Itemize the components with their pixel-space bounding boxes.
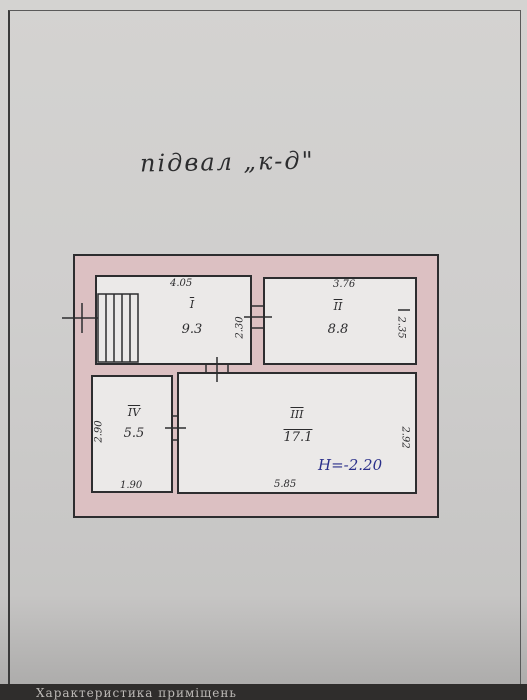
dim-room1-top: 4.05 [170, 278, 193, 289]
dim-room3-side: 2.92 [399, 426, 411, 449]
door-room1-room3 [205, 357, 229, 382]
dim-room4-side: 2.90 [93, 420, 105, 443]
room-2-number: II [333, 300, 343, 313]
room-4-number: IV [127, 406, 141, 419]
dim-room1-side: 2.30 [234, 316, 246, 339]
dim-room2-top: 3.76 [333, 279, 356, 290]
dim-room4-bottom: 1.90 [120, 480, 143, 491]
room-4-area: 5.5 [123, 426, 145, 441]
height-note: H=-2.20 [318, 456, 383, 474]
door-room1-room2 [244, 305, 272, 329]
room-4-outline [91, 375, 173, 493]
room-3-number: III [290, 408, 304, 421]
entrance-door [62, 303, 98, 333]
footer-text: Характеристика приміщень [36, 686, 237, 700]
room-1-number: I [189, 298, 195, 311]
dim-room2-side: 2.35 [395, 316, 407, 339]
room-1-area: 9.3 [181, 322, 203, 337]
room-3-outline [177, 372, 417, 494]
dim-room3-bottom: 5.85 [274, 479, 297, 490]
door-room4-room3 [165, 415, 186, 441]
room-2-outline [263, 277, 417, 365]
photo-bottom-edge [0, 684, 527, 700]
room-1-outline [95, 275, 252, 365]
drawing-frame [8, 10, 521, 685]
staircase [97, 293, 139, 363]
room-2-area: 8.8 [327, 322, 349, 337]
room-3-area: 17.1 [283, 430, 313, 445]
plan-title: підвал „к-д" [139, 146, 315, 178]
